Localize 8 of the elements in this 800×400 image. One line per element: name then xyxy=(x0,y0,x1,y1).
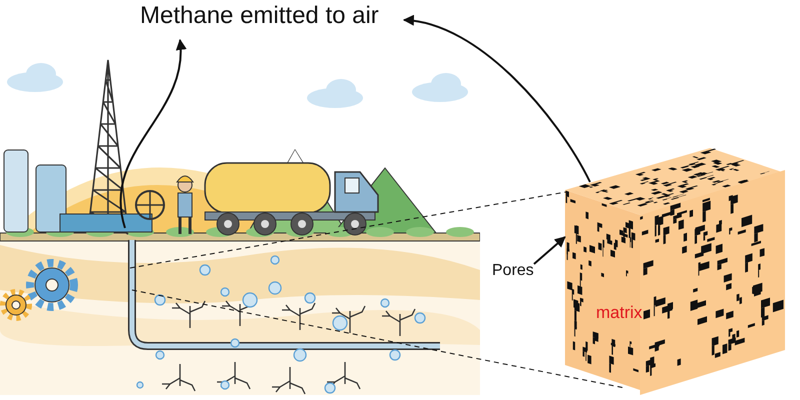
matrix-label: matrix xyxy=(596,303,642,323)
curved-arrow xyxy=(402,16,591,182)
curved-arrow xyxy=(120,38,186,228)
title-text: Methane emitted to air xyxy=(140,2,380,30)
leader-line xyxy=(533,236,566,265)
callout-label: Pores xyxy=(492,262,535,280)
zoom-line xyxy=(130,192,566,268)
zoom-line xyxy=(132,290,626,388)
